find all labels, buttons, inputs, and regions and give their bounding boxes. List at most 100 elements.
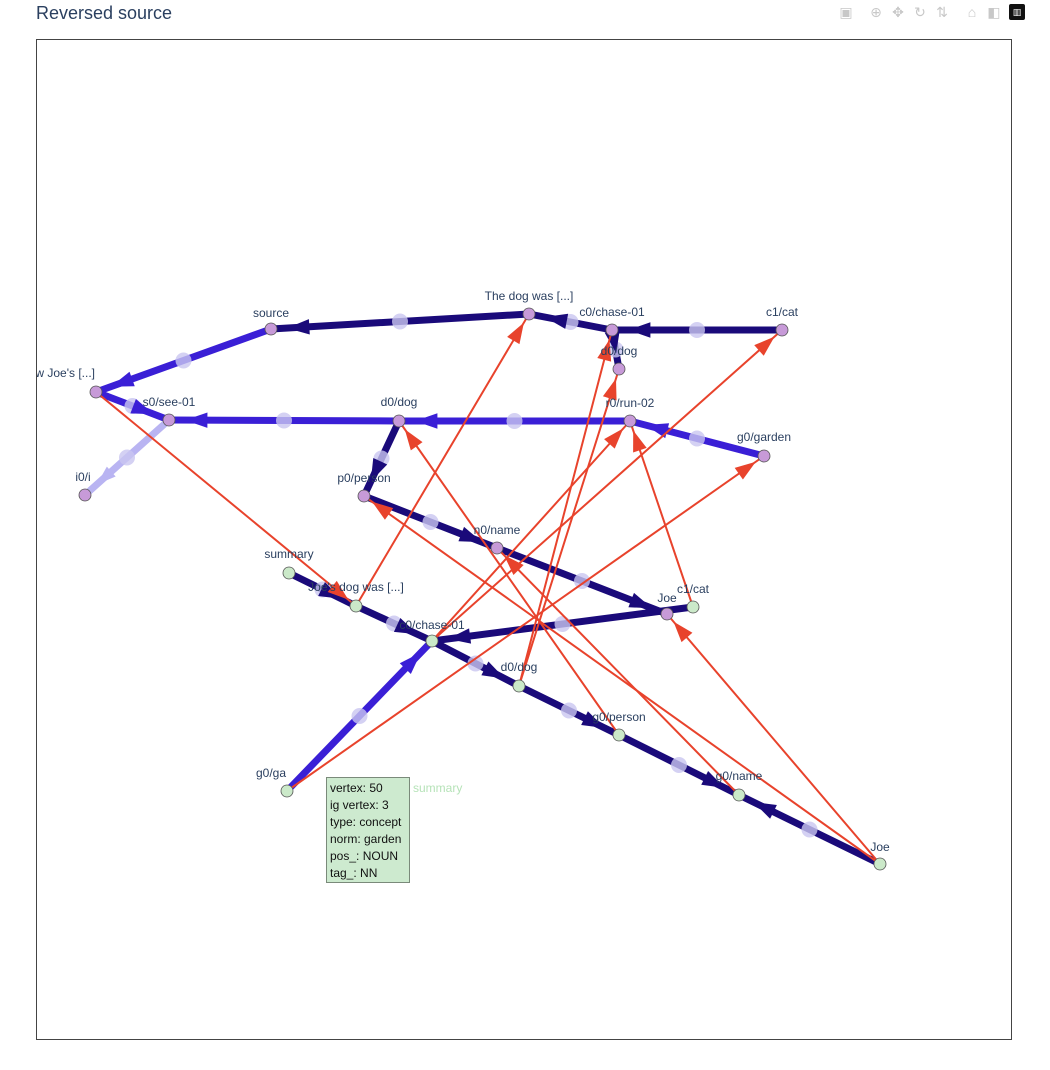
node-g0garden[interactable] xyxy=(757,449,771,463)
edge-midpoint-marker[interactable] xyxy=(175,352,192,369)
node-label: g0/person xyxy=(592,710,645,724)
node-p0person[interactable] xyxy=(357,489,371,503)
edge-midpoint-marker[interactable] xyxy=(574,573,590,589)
node-s0see[interactable] xyxy=(162,413,176,427)
hover-line: ig vertex: 3 xyxy=(330,798,389,812)
edge-arrow-cone xyxy=(393,617,418,635)
hover-line: tag_: NN xyxy=(330,866,378,880)
node-c0chase[interactable] xyxy=(605,323,619,337)
edge-midpoint-marker[interactable] xyxy=(561,702,577,719)
edge-arrow-cone xyxy=(544,313,569,329)
edge-midpoint-marker[interactable] xyxy=(689,430,705,447)
node-label: c0/chase-01 xyxy=(399,618,465,632)
node-i0i[interactable] xyxy=(78,488,92,502)
plot-title: Reversed source xyxy=(36,3,173,23)
edge-arrow-cone xyxy=(184,412,208,428)
edge-line xyxy=(431,420,631,642)
hover-line: vertex: 50 xyxy=(330,781,383,795)
node-label: I saw Joe's [...] xyxy=(37,366,95,380)
node-d0dog_top[interactable] xyxy=(612,362,626,376)
video-camera-icon[interactable]: ◧ xyxy=(987,3,1001,20)
node-c0chase_b[interactable] xyxy=(425,634,439,648)
node-g0garden_b[interactable] xyxy=(280,784,294,798)
zoom-icon[interactable]: ⊕ xyxy=(870,3,882,20)
node-isaw[interactable] xyxy=(89,385,103,399)
edge-arrow-cone xyxy=(604,329,620,354)
edge-line xyxy=(95,391,357,607)
node-thedog[interactable] xyxy=(522,307,536,321)
plotly-logo-icon[interactable]: ▥ xyxy=(1009,4,1025,20)
edge-arrow-cone xyxy=(415,413,438,429)
edge-midpoint-marker[interactable] xyxy=(351,708,368,724)
node-g0name[interactable] xyxy=(732,788,746,802)
node-summary[interactable] xyxy=(282,566,296,580)
edge-midpoint-marker[interactable] xyxy=(392,313,408,330)
node-d0dog_b[interactable] xyxy=(512,679,526,693)
node-label: r0/run-02 xyxy=(606,396,655,410)
edge-arrow-cone xyxy=(111,371,135,387)
hover-trace-name: summary xyxy=(413,781,463,795)
edge-arrow-cone xyxy=(130,399,155,415)
pan-icon[interactable]: ✥ xyxy=(892,3,904,20)
node-n0name[interactable] xyxy=(490,541,504,555)
edge-line xyxy=(431,329,783,642)
node-label: g0/name xyxy=(716,769,763,783)
node-label: c0/chase-01 xyxy=(579,305,645,319)
node-g0person[interactable] xyxy=(612,728,626,742)
node-r0run[interactable] xyxy=(623,414,637,428)
edge-line xyxy=(518,329,613,687)
node-joe_b[interactable] xyxy=(873,857,887,871)
edge-arrow-cone xyxy=(399,652,421,674)
node-label: Joe xyxy=(870,840,890,854)
home-icon[interactable]: ⌂ xyxy=(967,4,977,20)
edge-midpoint-marker[interactable] xyxy=(467,655,484,672)
node-label: g0/ga xyxy=(256,766,286,780)
edge-arrow-cone xyxy=(597,339,612,362)
edge-line xyxy=(355,313,530,607)
edge-midpoint-marker[interactable] xyxy=(689,322,705,338)
edge-midpoint-marker[interactable] xyxy=(554,616,571,632)
edge-midpoint-marker[interactable] xyxy=(119,449,135,466)
turntable-icon[interactable]: ⇅ xyxy=(936,3,948,20)
edge-arrow-cone xyxy=(372,501,394,520)
hover-line: pos_: NOUN xyxy=(330,849,399,863)
edge-arrow-cone xyxy=(481,661,505,679)
edge-layer xyxy=(81,310,884,868)
edge-line xyxy=(398,420,620,736)
edge-arrow-cone xyxy=(602,378,617,401)
node-source[interactable] xyxy=(264,322,278,336)
edge-arrow-cone xyxy=(754,336,775,356)
edge-arrow-cone xyxy=(458,526,483,543)
node-c1cat_b[interactable] xyxy=(686,600,700,614)
edge-arrow-cone xyxy=(507,322,524,345)
node-joe_top[interactable] xyxy=(660,607,674,621)
edge-arrow-cone xyxy=(286,319,310,335)
edge-midpoint-marker[interactable] xyxy=(276,412,292,429)
edge-midpoint-marker[interactable] xyxy=(506,413,523,429)
edge-arrow-cone xyxy=(645,423,670,439)
node-label: source xyxy=(253,306,289,320)
edge-arrow-cone xyxy=(701,770,725,788)
node-label: c1/cat xyxy=(766,305,799,319)
edge-midpoint-marker[interactable] xyxy=(671,757,687,773)
edge-line xyxy=(629,420,694,608)
node-layer xyxy=(78,307,887,871)
node-label: Joe's dog was [...] xyxy=(308,580,404,594)
edge-line xyxy=(666,613,881,865)
orbit-icon[interactable]: ↻ xyxy=(914,3,926,20)
edge-arrow-cone xyxy=(96,466,116,485)
camera-icon[interactable]: ▣ xyxy=(839,3,853,20)
node-c1cat[interactable] xyxy=(775,323,789,337)
edge-arrow-cone xyxy=(628,322,651,338)
node-d0dog[interactable] xyxy=(392,414,406,428)
edge-midpoint-marker[interactable] xyxy=(422,514,439,530)
node-joesdog[interactable] xyxy=(349,599,363,613)
hover-line: type: concept xyxy=(330,815,402,829)
edge-line xyxy=(363,495,881,865)
node-label: summary xyxy=(264,547,313,561)
edge-arrow-cone xyxy=(503,555,524,576)
edge-midpoint-marker[interactable] xyxy=(801,821,818,838)
node-label: i0/i xyxy=(75,470,90,484)
